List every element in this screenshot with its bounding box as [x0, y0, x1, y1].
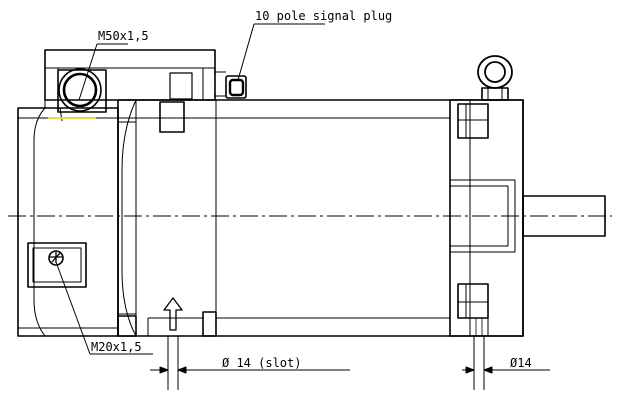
- cable-gland-m20: [27, 242, 87, 288]
- signal-plug-label: 10 pole signal plug: [255, 9, 392, 23]
- front-flange: [449, 99, 524, 337]
- slot-arrow: [163, 297, 183, 331]
- gland-m20-label: M20x1,5: [91, 340, 142, 354]
- dimension-lines: [150, 336, 550, 390]
- leader-lines: [55, 23, 325, 355]
- cable-gland-m50: [57, 68, 107, 122]
- lifting-eye: [477, 55, 513, 101]
- motor-shaft: [522, 195, 606, 237]
- signal-plug-connector: [225, 75, 247, 99]
- slot-dimension-label: Ø 14 (slot): [222, 356, 301, 370]
- gland-m50-label: M50x1,5: [98, 29, 149, 43]
- motor-body: [117, 72, 524, 337]
- rear-housing: [17, 107, 119, 337]
- shaft-dimension-label: Ø14: [510, 356, 532, 370]
